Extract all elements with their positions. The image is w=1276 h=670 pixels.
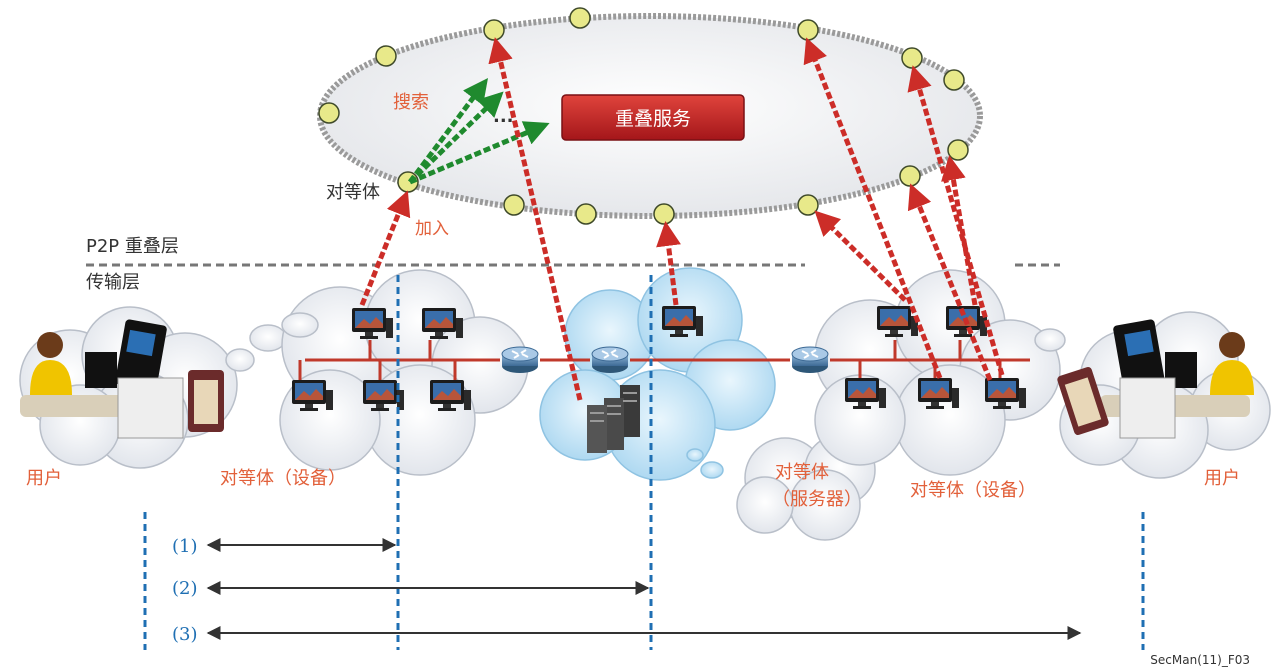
user-right-label: 用户: [1204, 468, 1240, 489]
search-arrows: [408, 78, 550, 185]
join-label: 加入: [415, 219, 449, 239]
router-icon: [791, 346, 829, 374]
user-left-label: 用户: [26, 468, 62, 489]
left-device-cloud: [279, 269, 529, 476]
peer-server-label-line1: 对等体: [775, 462, 829, 483]
peer-device-right-label: 对等体（设备）: [910, 480, 1036, 501]
peer-label: 对等体: [326, 182, 380, 203]
figure-id: SecMan(11)_F03: [1150, 653, 1250, 667]
range-3-label: (3): [172, 624, 198, 645]
range-1-label: (1): [172, 536, 198, 557]
peer-server-cloud: [736, 434, 876, 541]
transport-layer-label: 传输层: [86, 272, 140, 293]
overlay-service-label: 重叠服务: [615, 108, 691, 130]
router-icon: [501, 346, 539, 374]
search-label: 搜索: [393, 92, 429, 113]
left-user-icon: [20, 319, 224, 439]
p2p-overlay-layer-label: P2P 重叠层: [86, 236, 179, 257]
join-arrows: [359, 37, 1005, 401]
right-user-icon: [1057, 319, 1254, 439]
peer-device-left-label: 对等体（设备）: [220, 468, 346, 489]
peer-server-label-line2: （服务器）: [772, 489, 862, 510]
overlay-service-box: [561, 94, 745, 141]
server-rack-icon: [587, 385, 640, 453]
range-2-label: (2): [172, 578, 198, 599]
search-ellipsis: ...: [493, 106, 514, 127]
server-cloud: [539, 267, 776, 481]
router-icon: [591, 346, 629, 374]
